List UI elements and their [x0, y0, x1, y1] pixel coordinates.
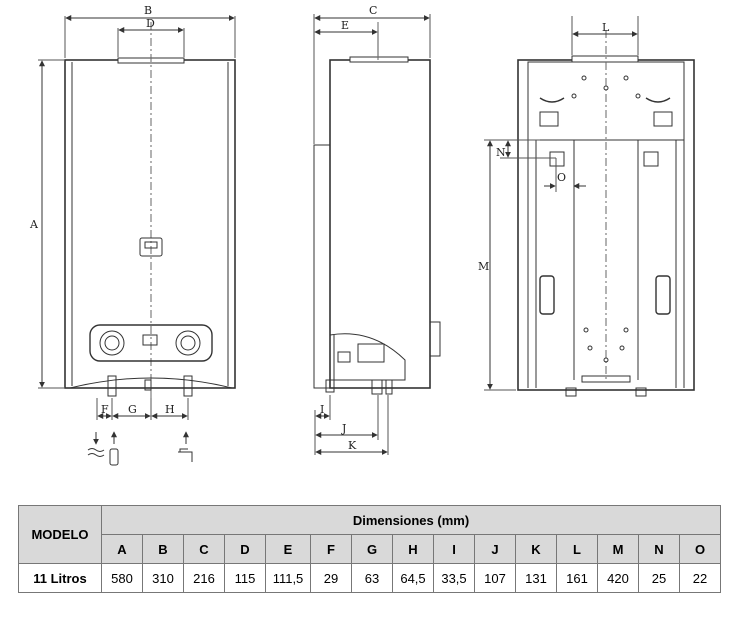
value-cell: 131 [515, 563, 557, 593]
value-cell: 111,5 [265, 563, 311, 593]
column-header: F [310, 534, 352, 564]
value-cell: 64,5 [392, 563, 434, 593]
dim-label-L: L [602, 21, 610, 34]
dim-label-O: O [557, 171, 566, 184]
side-view-labels: C E I J K [320, 4, 377, 452]
value-cell: 161 [556, 563, 598, 593]
dim-label-I: I [320, 403, 324, 416]
column-header: J [474, 534, 516, 564]
dim-label-D: D [146, 17, 155, 30]
dim-label-A: A [29, 218, 39, 231]
column-header: B [142, 534, 184, 564]
dimensions-group-label: Dimensiones (mm) [352, 512, 470, 528]
gas-in-symbol [109, 431, 119, 466]
value-cell: 420 [597, 563, 639, 593]
column-header: O [679, 534, 721, 564]
column-header: A [101, 534, 143, 564]
front-view-labels: B D A F G H [29, 4, 175, 416]
side-view [313, 14, 441, 455]
dimensions-group-header: Dimensiones (mm) [101, 505, 721, 535]
column-header: I [433, 534, 475, 564]
dimensions-table: MODELO Dimensiones (mm) A B C D E F G H … [18, 505, 721, 593]
cold-water-in-symbol [87, 432, 105, 457]
value-cell: 25 [638, 563, 680, 593]
dim-label-G: G [128, 403, 137, 416]
model-name-cell: 11 Litros [18, 563, 102, 593]
table-row: 11 Litros 580 310 216 115 111,5 29 63 64… [18, 563, 721, 593]
column-header: L [556, 534, 598, 564]
value-cell: 115 [224, 563, 266, 593]
dim-label-N: N [496, 146, 506, 159]
column-header: H [392, 534, 434, 564]
model-header: MODELO [18, 505, 102, 564]
back-view [484, 16, 695, 397]
front-view [38, 15, 236, 420]
dim-label-J: J [341, 422, 346, 435]
column-header: C [183, 534, 225, 564]
column-header: M [597, 534, 639, 564]
dim-label-F: F [101, 403, 109, 416]
back-view-labels: L M N O [478, 21, 610, 273]
value-cell: 22 [679, 563, 721, 593]
value-cell: 216 [183, 563, 225, 593]
dim-label-H: H [165, 403, 175, 416]
model-header-label: MODELO [31, 527, 89, 542]
hot-water-out-symbol [178, 431, 193, 462]
dim-label-E: E [341, 19, 349, 32]
value-cell: 63 [351, 563, 393, 593]
column-header: D [224, 534, 266, 564]
value-cell: 29 [310, 563, 352, 593]
column-header: G [351, 534, 393, 564]
dim-label-M: M [478, 260, 489, 273]
value-cell: 33,5 [433, 563, 475, 593]
column-header-row: A B C D E F G H I J K L M N O [19, 534, 721, 564]
value-cell: 107 [474, 563, 516, 593]
column-header: K [515, 534, 557, 564]
value-cell: 580 [101, 563, 143, 593]
column-header: N [638, 534, 680, 564]
dim-label-K: K [348, 439, 357, 452]
dim-label-C: C [369, 4, 377, 17]
technical-drawing: B D A F G H [29, 4, 695, 466]
value-cell: 310 [142, 563, 184, 593]
dim-label-B: B [144, 4, 152, 17]
column-header: E [265, 534, 311, 564]
